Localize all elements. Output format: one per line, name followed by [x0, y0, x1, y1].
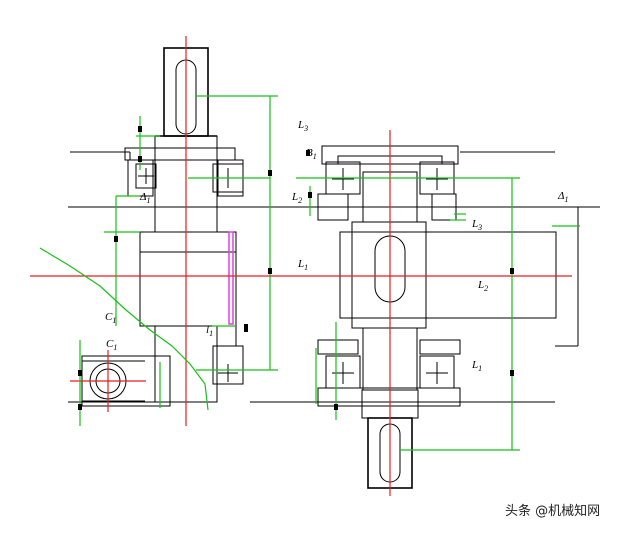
label-L3-top: L3	[297, 119, 308, 133]
centerlines	[30, 36, 572, 496]
label-B1: B1	[306, 147, 317, 161]
label-C1-lower: C1	[106, 338, 117, 352]
dimension-lines	[39, 95, 580, 451]
label-L2-right: L2	[477, 279, 488, 293]
input-shaft	[124, 47, 244, 403]
label-C1-upper: C1	[105, 311, 116, 325]
label-l1: l1	[206, 324, 213, 338]
dimension-ticks	[78, 126, 514, 410]
watermark: 头条 @机械知网	[505, 503, 600, 519]
label-delta1-right: Δ1	[557, 190, 568, 204]
label-L2-left: L2	[291, 191, 302, 205]
housing-lines	[68, 151, 600, 403]
labels: L3 B1 L2 Δ1 L1 C1 l1 C1 L3 Δ1 L2 L1	[105, 119, 568, 373]
output-shaft	[317, 145, 557, 489]
label-delta1-left: Δ1	[139, 191, 150, 205]
label-L1-right: L1	[471, 359, 482, 373]
label-L3-right: L3	[471, 218, 482, 232]
label-L1-mid: L1	[297, 258, 308, 272]
